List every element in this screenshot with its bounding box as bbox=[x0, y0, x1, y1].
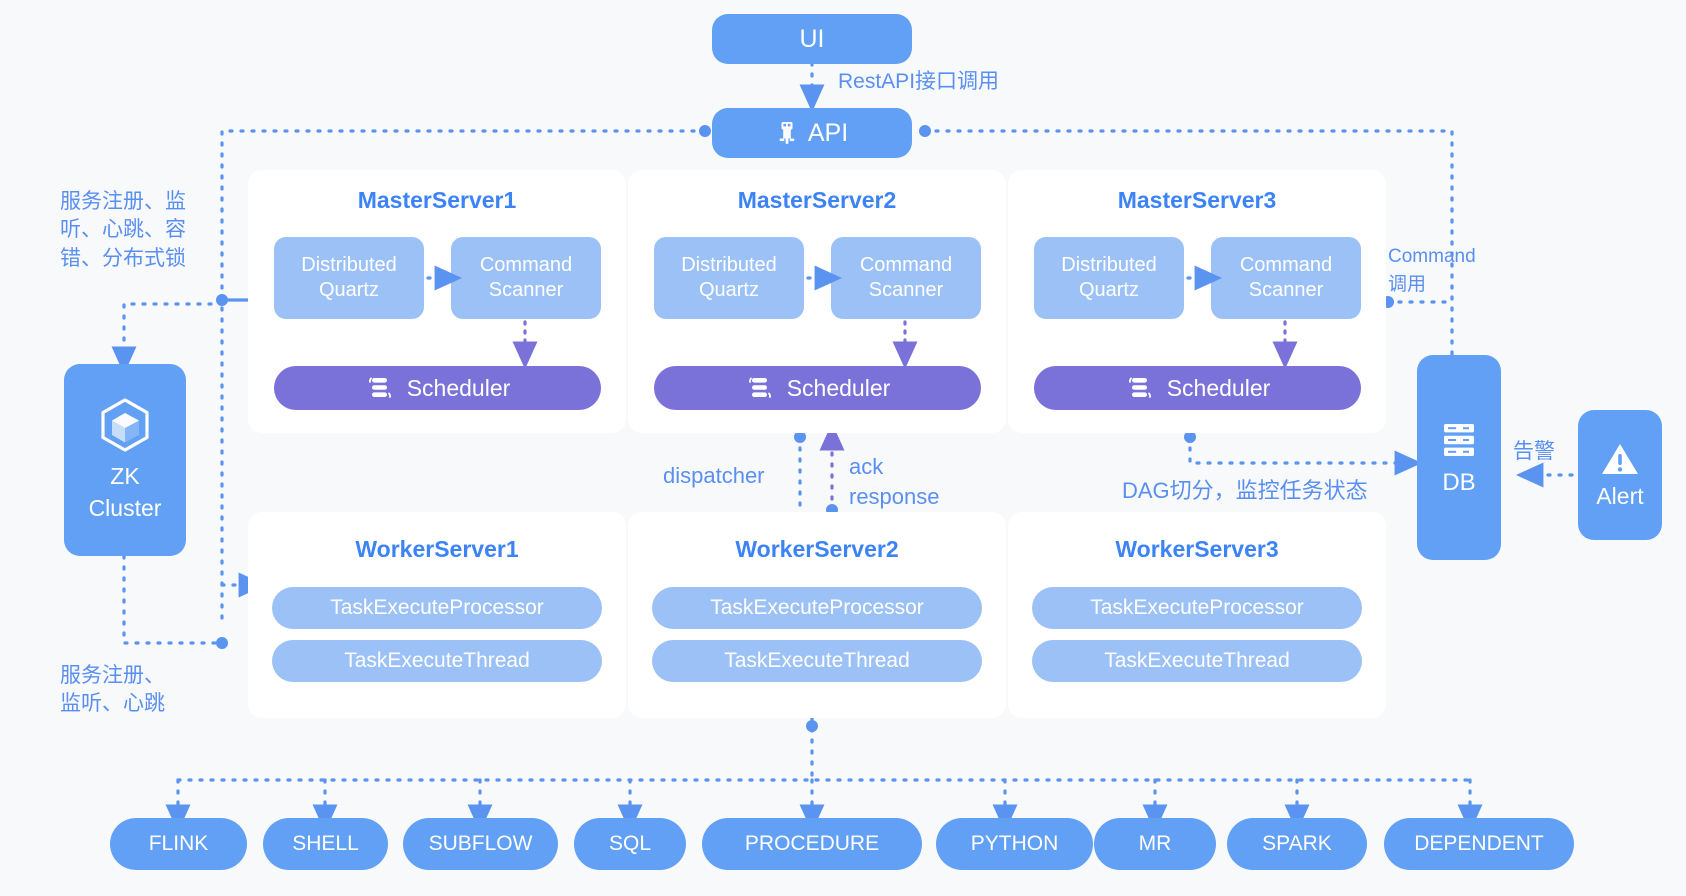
restapi-call-label: RestAPI接口调用 bbox=[838, 70, 1000, 93]
task-type-flink[interactable]: FLINK bbox=[110, 818, 247, 870]
distributed-quartz-label-2: Distributed Quartz bbox=[681, 254, 777, 301]
task-execute-processor-3[interactable]: TaskExecuteProcessor bbox=[1032, 587, 1362, 629]
database-stack-icon bbox=[1438, 419, 1480, 461]
scheduler-label-2: Scheduler bbox=[786, 374, 891, 401]
task-execute-thread-label-3: TaskExecuteThread bbox=[1104, 649, 1290, 672]
scheduler-label-1: Scheduler bbox=[406, 374, 511, 401]
distributed-quartz-1[interactable]: Distributed Quartz bbox=[274, 237, 424, 319]
zk-top-label: 服务注册、监 听、心跳、容 错、分布式锁 bbox=[60, 190, 186, 270]
task-execute-thread-label-2: TaskExecuteThread bbox=[724, 649, 910, 672]
zk-cluster-node[interactable]: ZK Cluster bbox=[64, 364, 186, 556]
cube-icon bbox=[99, 397, 151, 453]
zk-bottom-label: 服务注册、 监听、心跳 bbox=[60, 664, 165, 716]
task-type-label: SQL bbox=[608, 832, 652, 855]
scheduler-stack-icon bbox=[365, 375, 395, 401]
task-type-shell[interactable]: SHELL bbox=[263, 818, 388, 870]
task-type-label: PROCEDURE bbox=[744, 832, 880, 855]
scheduler-label-3: Scheduler bbox=[1166, 374, 1271, 401]
master-card-1: MasterServer1 Distributed Quartz Command… bbox=[248, 170, 626, 433]
scheduler-stack-icon bbox=[1125, 375, 1155, 401]
worker-title-2: WorkerServer2 bbox=[735, 536, 899, 562]
task-type-label: FLINK bbox=[148, 832, 209, 855]
scheduler-3[interactable]: Scheduler bbox=[1034, 366, 1361, 410]
worker-title-3: WorkerServer3 bbox=[1115, 536, 1279, 562]
command-scanner-label-1: Command Scanner bbox=[479, 254, 573, 301]
master-card-2: MasterServer2 Distributed Quartz Command… bbox=[628, 170, 1006, 433]
task-type-procedure[interactable]: PROCEDURE bbox=[702, 818, 922, 870]
task-execute-processor-label-3: TaskExecuteProcessor bbox=[1090, 596, 1304, 619]
task-type-mr[interactable]: MR bbox=[1094, 818, 1216, 870]
distributed-quartz-3[interactable]: Distributed Quartz bbox=[1034, 237, 1184, 319]
command-scanner-3[interactable]: Command Scanner bbox=[1211, 237, 1361, 319]
command-scanner-label-2: Command Scanner bbox=[859, 254, 953, 301]
ack-response-label: ack response bbox=[849, 454, 940, 509]
worker-card-3: WorkerServer3 TaskExecuteProcessor TaskE… bbox=[1008, 512, 1386, 718]
worker-card-1: WorkerServer1 TaskExecuteProcessor TaskE… bbox=[248, 512, 626, 718]
task-execute-thread-1[interactable]: TaskExecuteThread bbox=[272, 640, 602, 682]
master-title-3: MasterServer3 bbox=[1117, 187, 1277, 213]
task-type-subflow[interactable]: SUBFLOW bbox=[403, 818, 558, 870]
alert-node[interactable]: Alert bbox=[1578, 410, 1662, 540]
zk-label-line1: ZK bbox=[110, 463, 140, 490]
ui-node[interactable]: UI bbox=[712, 14, 912, 64]
worker-card-2: WorkerServer2 TaskExecuteProcessor TaskE… bbox=[628, 512, 1006, 718]
warning-triangle-icon bbox=[1600, 441, 1640, 477]
task-type-sql[interactable]: SQL bbox=[574, 818, 686, 870]
command-call-label: Command 调用 bbox=[1388, 246, 1476, 295]
task-execute-thread-label-1: TaskExecuteThread bbox=[344, 649, 530, 672]
api-node[interactable]: API bbox=[712, 108, 912, 158]
edge-zk-down bbox=[122, 554, 224, 645]
master-card-3: MasterServer3 Distributed Quartz Command… bbox=[1008, 170, 1386, 433]
distributed-quartz-label-3: Distributed Quartz bbox=[1061, 254, 1157, 301]
edge-bus-to-zk bbox=[111, 302, 224, 375]
alert-label: Alert bbox=[1596, 482, 1644, 509]
distributed-quartz-2[interactable]: Distributed Quartz bbox=[654, 237, 804, 319]
task-type-label: MR bbox=[1138, 832, 1172, 855]
master-title-2: MasterServer2 bbox=[737, 187, 897, 213]
scheduler-stack-icon bbox=[745, 375, 775, 401]
task-execute-processor-2[interactable]: TaskExecuteProcessor bbox=[652, 587, 982, 629]
task-execute-processor-1[interactable]: TaskExecuteProcessor bbox=[272, 587, 602, 629]
alert-edge-label: 告警 bbox=[1513, 440, 1555, 463]
dispatcher-label: dispatcher bbox=[663, 463, 765, 488]
scheduler-1[interactable]: Scheduler bbox=[274, 366, 601, 410]
ui-label: UI bbox=[799, 24, 825, 53]
zk-label-line2: Cluster bbox=[88, 495, 162, 521]
task-type-label: SUBFLOW bbox=[428, 832, 533, 855]
master-title-1: MasterServer1 bbox=[357, 187, 517, 213]
dag-label: DAG切分，监控任务状态 bbox=[1122, 478, 1368, 503]
command-scanner-2[interactable]: Command Scanner bbox=[831, 237, 981, 319]
command-scanner-1[interactable]: Command Scanner bbox=[451, 237, 601, 319]
db-node[interactable]: DB bbox=[1417, 355, 1501, 560]
task-execute-thread-2[interactable]: TaskExecuteThread bbox=[652, 640, 982, 682]
task-type-python[interactable]: PYTHON bbox=[936, 818, 1093, 870]
task-execute-thread-3[interactable]: TaskExecuteThread bbox=[1032, 640, 1362, 682]
command-scanner-label-3: Command Scanner bbox=[1239, 254, 1333, 301]
task-type-label: DEPENDENT bbox=[1414, 832, 1544, 855]
worker-title-1: WorkerServer1 bbox=[355, 536, 519, 562]
usb-plug-icon bbox=[776, 121, 798, 145]
task-type-spark[interactable]: SPARK bbox=[1227, 818, 1367, 870]
scheduler-2[interactable]: Scheduler bbox=[654, 366, 981, 410]
task-type-dependent[interactable]: DEPENDENT bbox=[1384, 818, 1574, 870]
task-type-label: SHELL bbox=[292, 832, 359, 855]
task-type-label: SPARK bbox=[1262, 832, 1332, 855]
task-type-label: PYTHON bbox=[970, 832, 1059, 855]
distributed-quartz-label-1: Distributed Quartz bbox=[301, 254, 397, 301]
db-label: DB bbox=[1442, 468, 1476, 496]
edge-master3-to-db bbox=[1188, 435, 1423, 476]
task-execute-processor-label-2: TaskExecuteProcessor bbox=[710, 596, 924, 619]
api-label: API bbox=[807, 118, 849, 147]
task-execute-processor-label-1: TaskExecuteProcessor bbox=[330, 596, 544, 619]
